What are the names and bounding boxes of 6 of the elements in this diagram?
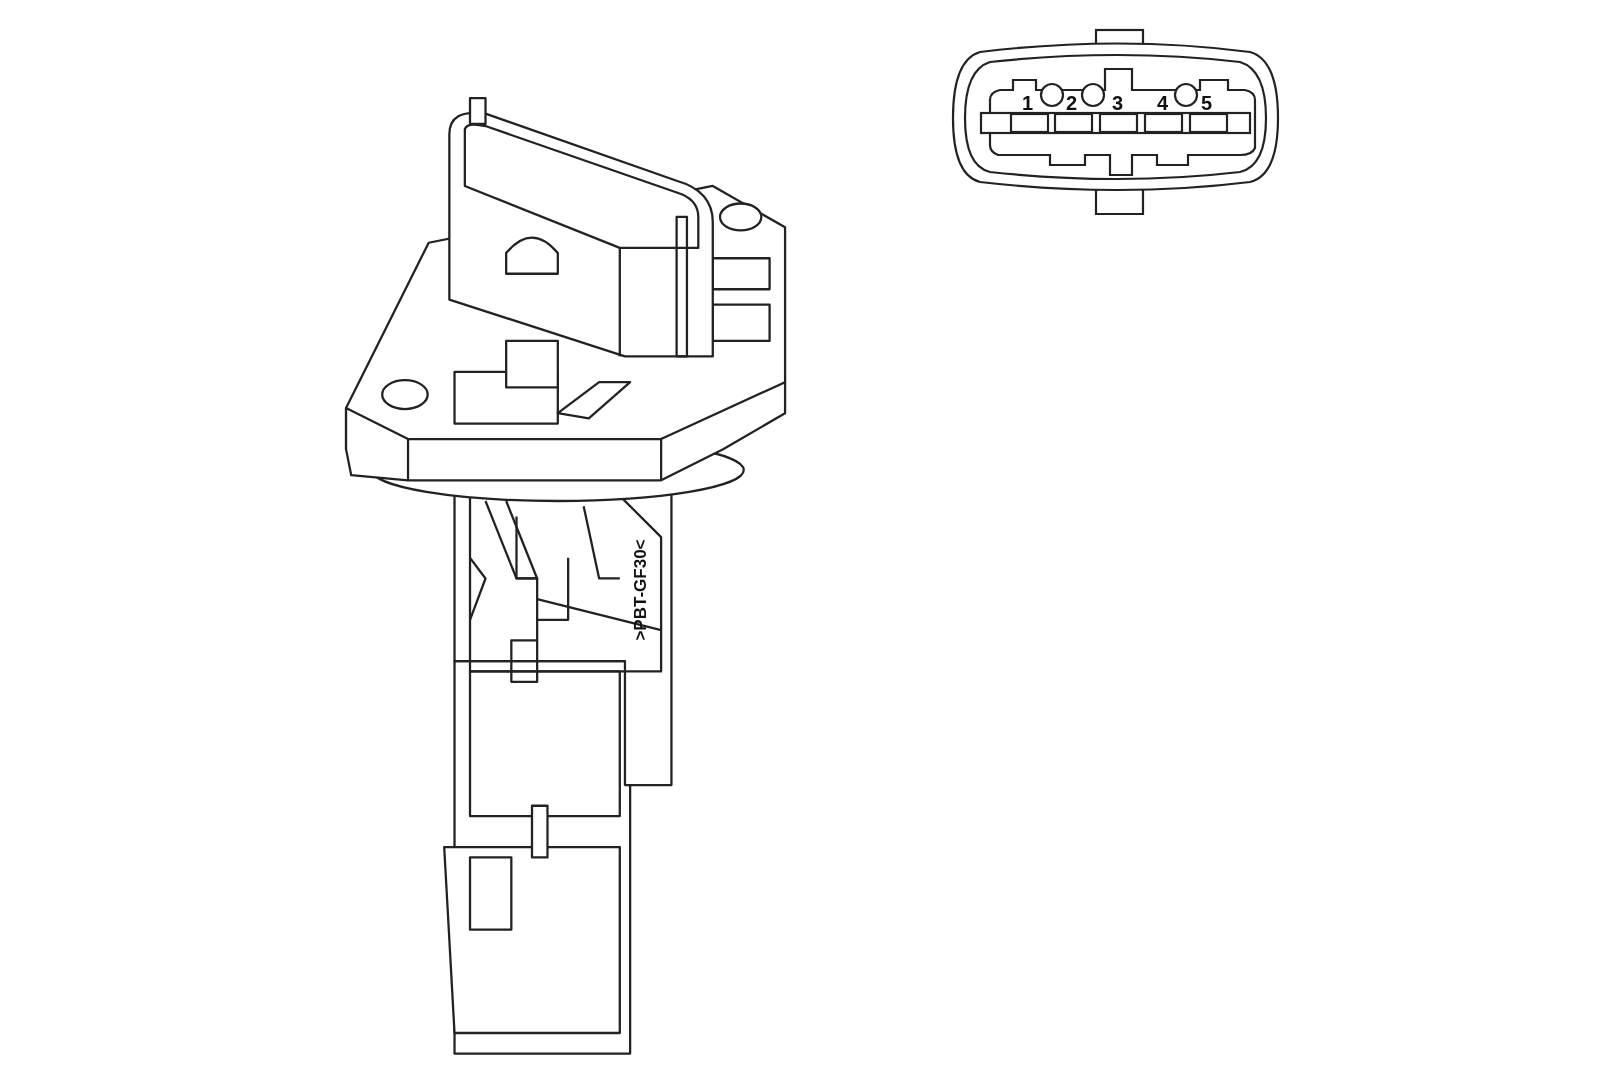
pin-number: 5 — [1201, 93, 1213, 113]
material-marking: >PBT-GF30< — [630, 539, 651, 641]
pin-number: 2 — [1066, 93, 1078, 113]
pin-number: 3 — [1112, 93, 1124, 113]
pin-number: 1 — [1022, 93, 1034, 113]
pin-number: 4 — [1157, 93, 1169, 113]
